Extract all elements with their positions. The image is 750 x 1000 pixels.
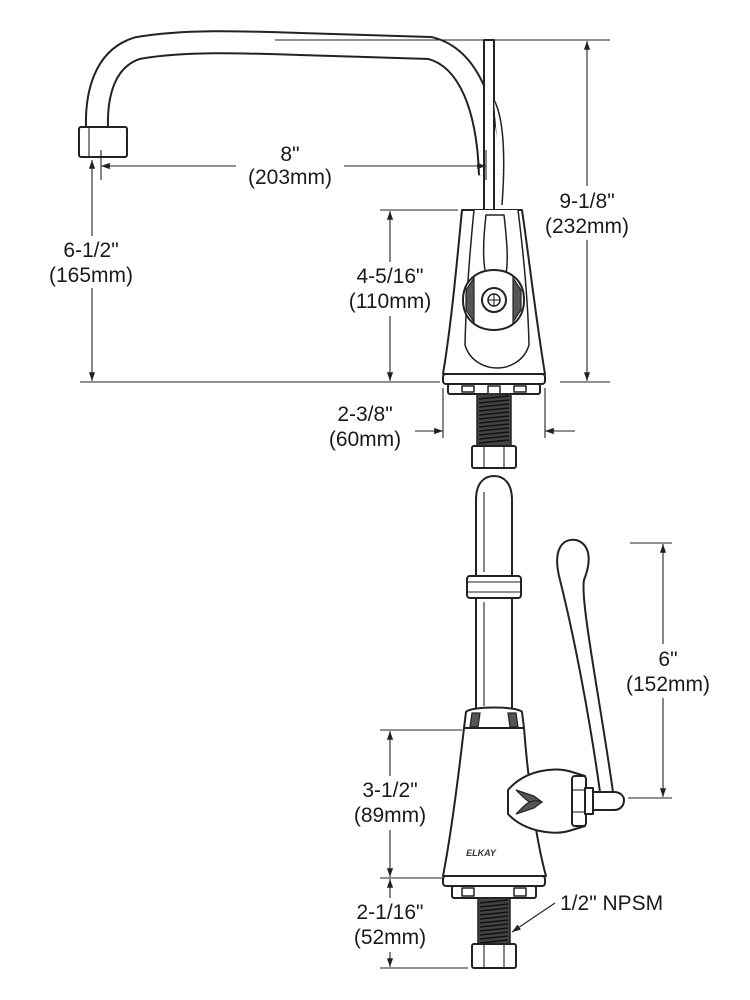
thread-mark (478, 431, 510, 436)
thread-mark (478, 435, 510, 440)
thread-mark (478, 415, 510, 420)
brand-mark: ELKAY (466, 848, 497, 858)
spout-height-metric: (165mm) (49, 264, 133, 287)
shank-metric: (52mm) (354, 926, 426, 949)
wrist-blade-handle (592, 791, 625, 811)
base-width-imperial: 2-3/8" (337, 403, 392, 426)
shank-threads (478, 395, 510, 444)
thread-mark (478, 419, 510, 424)
side-shank-threads (479, 899, 509, 944)
overall-height-metric: (232mm) (545, 215, 629, 238)
spout-tube-inner (86, 32, 500, 176)
spout-height-imperial: 6-1/2" (63, 239, 118, 262)
side-view: ELKAY 6" (152mm) 3-1/2" (89mm) 2-1/16" ( (340, 475, 720, 969)
spout-tip (475, 475, 513, 577)
thread-mark (479, 903, 509, 908)
swivel-collar (466, 575, 522, 599)
thread-callout: 1/2" NPSM (560, 892, 663, 915)
thread-mark (479, 939, 509, 944)
shank-imperial: 2-1/16" (357, 901, 424, 924)
thread-mark (478, 411, 510, 416)
thread-mark (479, 899, 509, 904)
spout-column (475, 597, 513, 711)
body-height-metric: (110mm) (349, 290, 431, 313)
handle-imperial: 6" (658, 648, 677, 671)
reach-imperial: 8" (280, 143, 299, 166)
handle-metric: (152mm) (626, 673, 710, 696)
valve-cap (462, 269, 525, 331)
base-width-metric: (60mm) (329, 428, 401, 451)
riser-tube (483, 39, 495, 211)
thread-mark (479, 919, 509, 924)
thread-mark (478, 403, 510, 408)
thread-mark (479, 907, 509, 912)
thread-mark (479, 927, 509, 932)
side-body (442, 727, 547, 877)
thread-mark (478, 423, 510, 428)
reach-metric: (203mm) (248, 166, 332, 189)
thread-mark (478, 395, 510, 400)
thread-mark (478, 407, 510, 412)
thread-mark (478, 399, 510, 404)
handle-blade (556, 538, 614, 793)
thread-mark (479, 935, 509, 940)
aerator (78, 126, 128, 158)
thread-mark (479, 923, 509, 928)
thread-mark (479, 915, 509, 920)
thread-mark (478, 427, 510, 432)
thread-mark (478, 439, 510, 444)
front-view: 8" (203mm) 6-1/2" (165mm) 4-5/16" (110mm… (36, 30, 642, 469)
thread-mark (479, 931, 509, 936)
side-body-height-metric: (89mm) (354, 804, 426, 827)
side-base-flange (442, 875, 546, 887)
side-body-height-imperial: 3-1/2" (362, 779, 417, 802)
thread-callout-leader (511, 902, 556, 933)
base-flange (442, 373, 546, 385)
thread-mark (479, 911, 509, 916)
body-height-imperial: 4-5/16" (357, 265, 424, 288)
overall-height-imperial: 9-1/8" (559, 190, 614, 213)
